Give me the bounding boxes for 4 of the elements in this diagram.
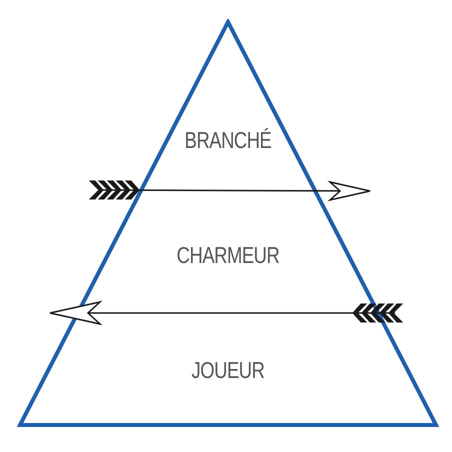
level-label: CHARMEUR: [176, 240, 280, 270]
level-label: JOUEUR: [192, 356, 264, 385]
level-label: BRANCHÉ: [184, 126, 272, 155]
pyramid-triangle: [17, 19, 439, 428]
